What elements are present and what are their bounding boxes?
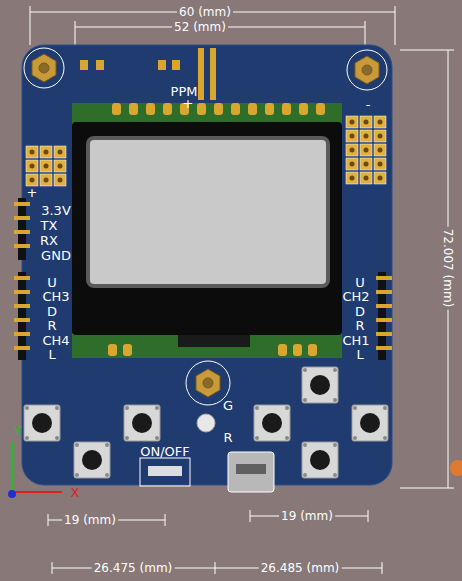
- silkscreen-label: R: [223, 430, 232, 445]
- silkscreen-label: R: [47, 318, 56, 333]
- silkscreen-label: -: [366, 97, 371, 112]
- silkscreen-label: RX: [40, 233, 58, 248]
- silkscreen-label: D: [47, 304, 57, 319]
- silkscreen-label: U: [47, 275, 57, 290]
- silkscreen-label: GND: [41, 248, 71, 263]
- silkscreen-label: CH1: [342, 333, 369, 348]
- silkscreen-label: X: [71, 485, 80, 500]
- silkscreen-label: CH4: [42, 333, 69, 348]
- dimension-label: 72.007 (mm): [441, 227, 455, 310]
- dimension-label: 26.485 (mm): [259, 561, 342, 575]
- dimension-label: 19 (mm): [62, 513, 118, 527]
- lcd-module: [72, 103, 342, 358]
- origin-marker: [450, 460, 462, 476]
- silkscreen-label: Y: [14, 423, 22, 438]
- silkscreen-label: D: [355, 304, 365, 319]
- silkscreen-label: +: [183, 96, 194, 111]
- mount-holes: [24, 48, 387, 405]
- led: [197, 414, 215, 432]
- axis-gizmo: [8, 442, 62, 498]
- usb-connector: [228, 452, 274, 492]
- dimension-label: 26.475 (mm): [92, 561, 175, 575]
- switch-outline: [140, 458, 190, 486]
- silkscreen-label: 3.3V: [41, 203, 71, 218]
- gold-pads: [80, 60, 325, 356]
- silkscreen-label: +: [27, 185, 38, 200]
- silkscreen-label: CH2: [342, 289, 369, 304]
- dimension-label: 52 (mm): [172, 20, 228, 34]
- push-buttons: [24, 367, 388, 478]
- header-pins: [14, 116, 392, 360]
- silkscreen-label: R: [355, 318, 364, 333]
- dimension-label: 60 (mm): [177, 5, 233, 19]
- silkscreen-label: U: [355, 275, 365, 290]
- silkscreen-label: TX: [41, 218, 58, 233]
- silkscreen-label: L: [356, 347, 363, 362]
- silkscreen-label: G: [223, 398, 233, 413]
- silkscreen-label: CH3: [42, 289, 69, 304]
- power-switch: [148, 466, 182, 476]
- pcb-board: [22, 45, 392, 485]
- dimension-label: 19 (mm): [279, 509, 335, 523]
- ppm-header: [198, 48, 216, 100]
- silkscreen-label: ON/OFF: [140, 444, 190, 459]
- silkscreen-label: L: [48, 347, 55, 362]
